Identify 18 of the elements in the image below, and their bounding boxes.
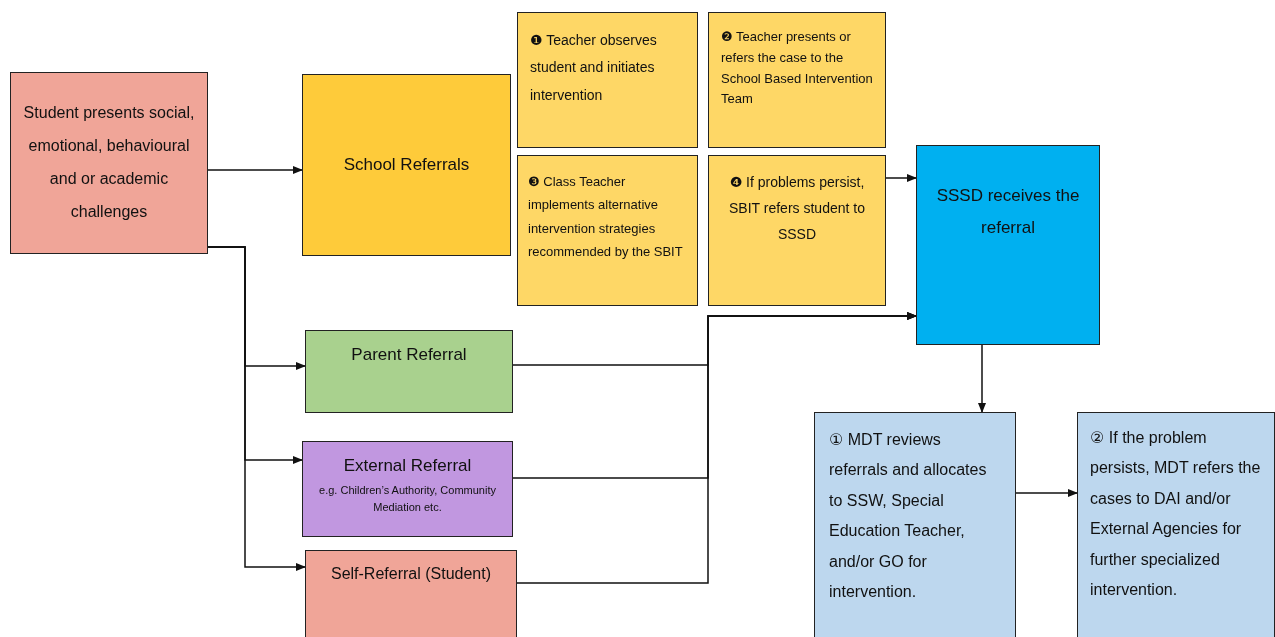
arrow	[978, 344, 986, 413]
step-box: External Referral e.g. Children’s Authority, Community Mediation etc.	[302, 441, 513, 537]
arrow	[207, 166, 303, 174]
step-box: ② If the problem persists, MDT refers the cases to DAI and/or External Agencies for further specialized intervention.	[1077, 412, 1275, 637]
step-box: ❷ Teacher presents or refers the case to the School Based Intervention Team	[708, 12, 886, 148]
step-box: ❸ Class Teacher implements alternative intervention strategies recommended by the SBIT	[517, 155, 698, 306]
step-box: Parent Referral	[305, 330, 513, 413]
arrow	[516, 312, 917, 584]
step-box: ❹ If problems persist, SBIT refers student to SSSD	[708, 155, 886, 306]
arrow	[1015, 489, 1078, 497]
step-box: ❶ Teacher observes student and initiates intervention	[517, 12, 698, 148]
step-box: School Referrals	[302, 74, 511, 256]
arrow	[885, 174, 917, 182]
step-box: Self-Referral (Student)	[305, 550, 517, 637]
step-box: ① MDT reviews referrals and allocates to SSW, Special Education Teacher, and/or GO for intervention.	[814, 412, 1016, 637]
process-box: Student presents social, emotional, behavioural and or academic challenges	[10, 72, 208, 254]
arrow	[207, 246, 306, 571]
process-box: SSSD receives the referral	[916, 145, 1100, 345]
